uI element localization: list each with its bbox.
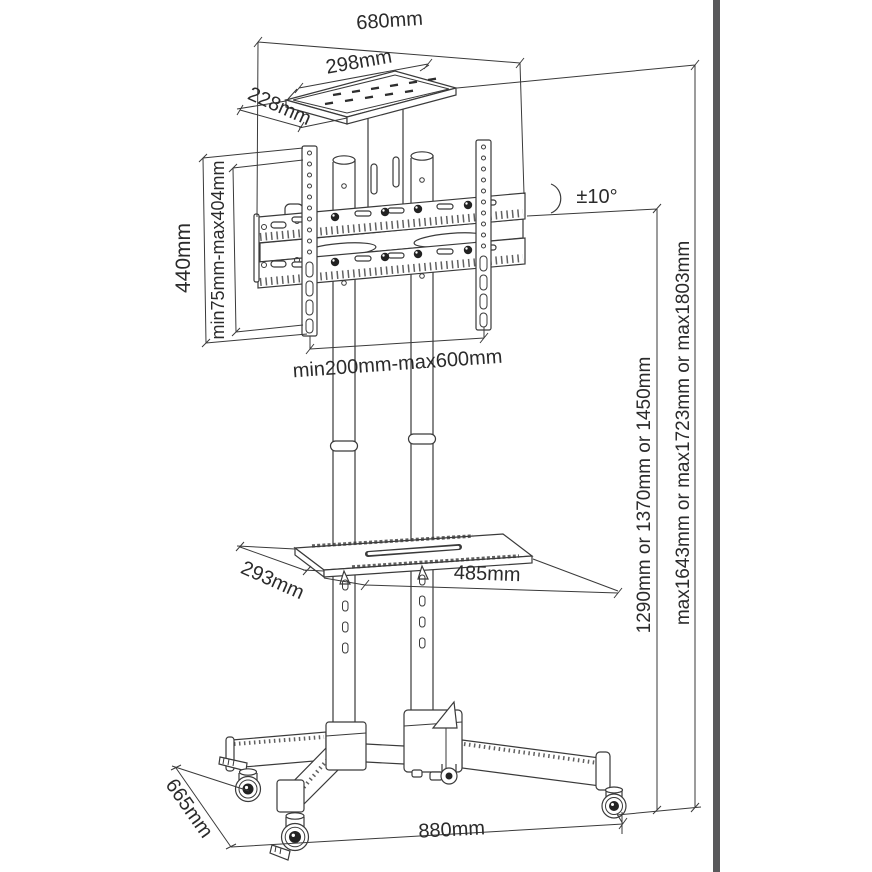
shelf-vent-slots [324, 77, 437, 106]
dim-base-depth: 665mm [161, 764, 250, 850]
vesa-vertical-label: min75mm-max404mm [208, 160, 228, 339]
base-depth-label: 665mm [161, 775, 217, 842]
mount-screws-top [330, 200, 473, 222]
middle-shelf [293, 533, 534, 585]
dim-base-width: 880mm [230, 812, 628, 848]
left-pole-block [325, 721, 367, 771]
max-height-label: max1643mm or max1723mm or max1803mm [673, 241, 694, 625]
caster-front-right [601, 786, 627, 819]
caster-rear-right [440, 764, 458, 785]
vesa-arm-right [475, 139, 492, 331]
dim-bracket-height: 440mm [172, 147, 308, 348]
caster-front [269, 812, 310, 861]
top-shelf-depth-label: 228mm [244, 83, 314, 130]
bracket-height-label: 440mm [172, 223, 195, 293]
vesa-horizontal-label: min200mm-max600mm [292, 346, 503, 383]
window-edge-bar [713, 0, 720, 872]
dimensions: 680mm max1643mm or max1723mm or max1803m… [161, 8, 702, 850]
base-frame [225, 700, 611, 813]
dim-vesa-vertical: min75mm-max404mm [208, 159, 304, 340]
base-width-label: 880mm [418, 817, 486, 842]
pole-slot-columns [342, 574, 426, 654]
tilt-angle-label: ±10° [576, 186, 617, 208]
top-width-label: 680mm [356, 8, 424, 35]
gusset [431, 700, 458, 729]
pole-height-label: 1290mm or 1370mm or 1450mm [634, 357, 655, 634]
caster-rear-left [218, 756, 262, 803]
shelf-width-label: 485mm [453, 562, 520, 586]
dim-overall-height: max1643mm or max1723mm or max1803mm [456, 59, 702, 816]
mount-screws-bottom [330, 245, 473, 267]
dim-vesa-horizontal: min200mm-max600mm [292, 327, 503, 382]
tilt-arc-icon [550, 183, 562, 214]
dim-top-width: 680mm [253, 8, 525, 218]
top-shelf [283, 70, 459, 125]
shelf-depth-label: 293mm [237, 557, 307, 604]
dim-shelf-width: 485mm [323, 558, 623, 599]
dim-pole-height: 1290mm or 1370mm or 1450mm [526, 203, 662, 815]
vesa-arm-left [301, 145, 318, 337]
tilt-annotation: ±10° [550, 183, 618, 214]
